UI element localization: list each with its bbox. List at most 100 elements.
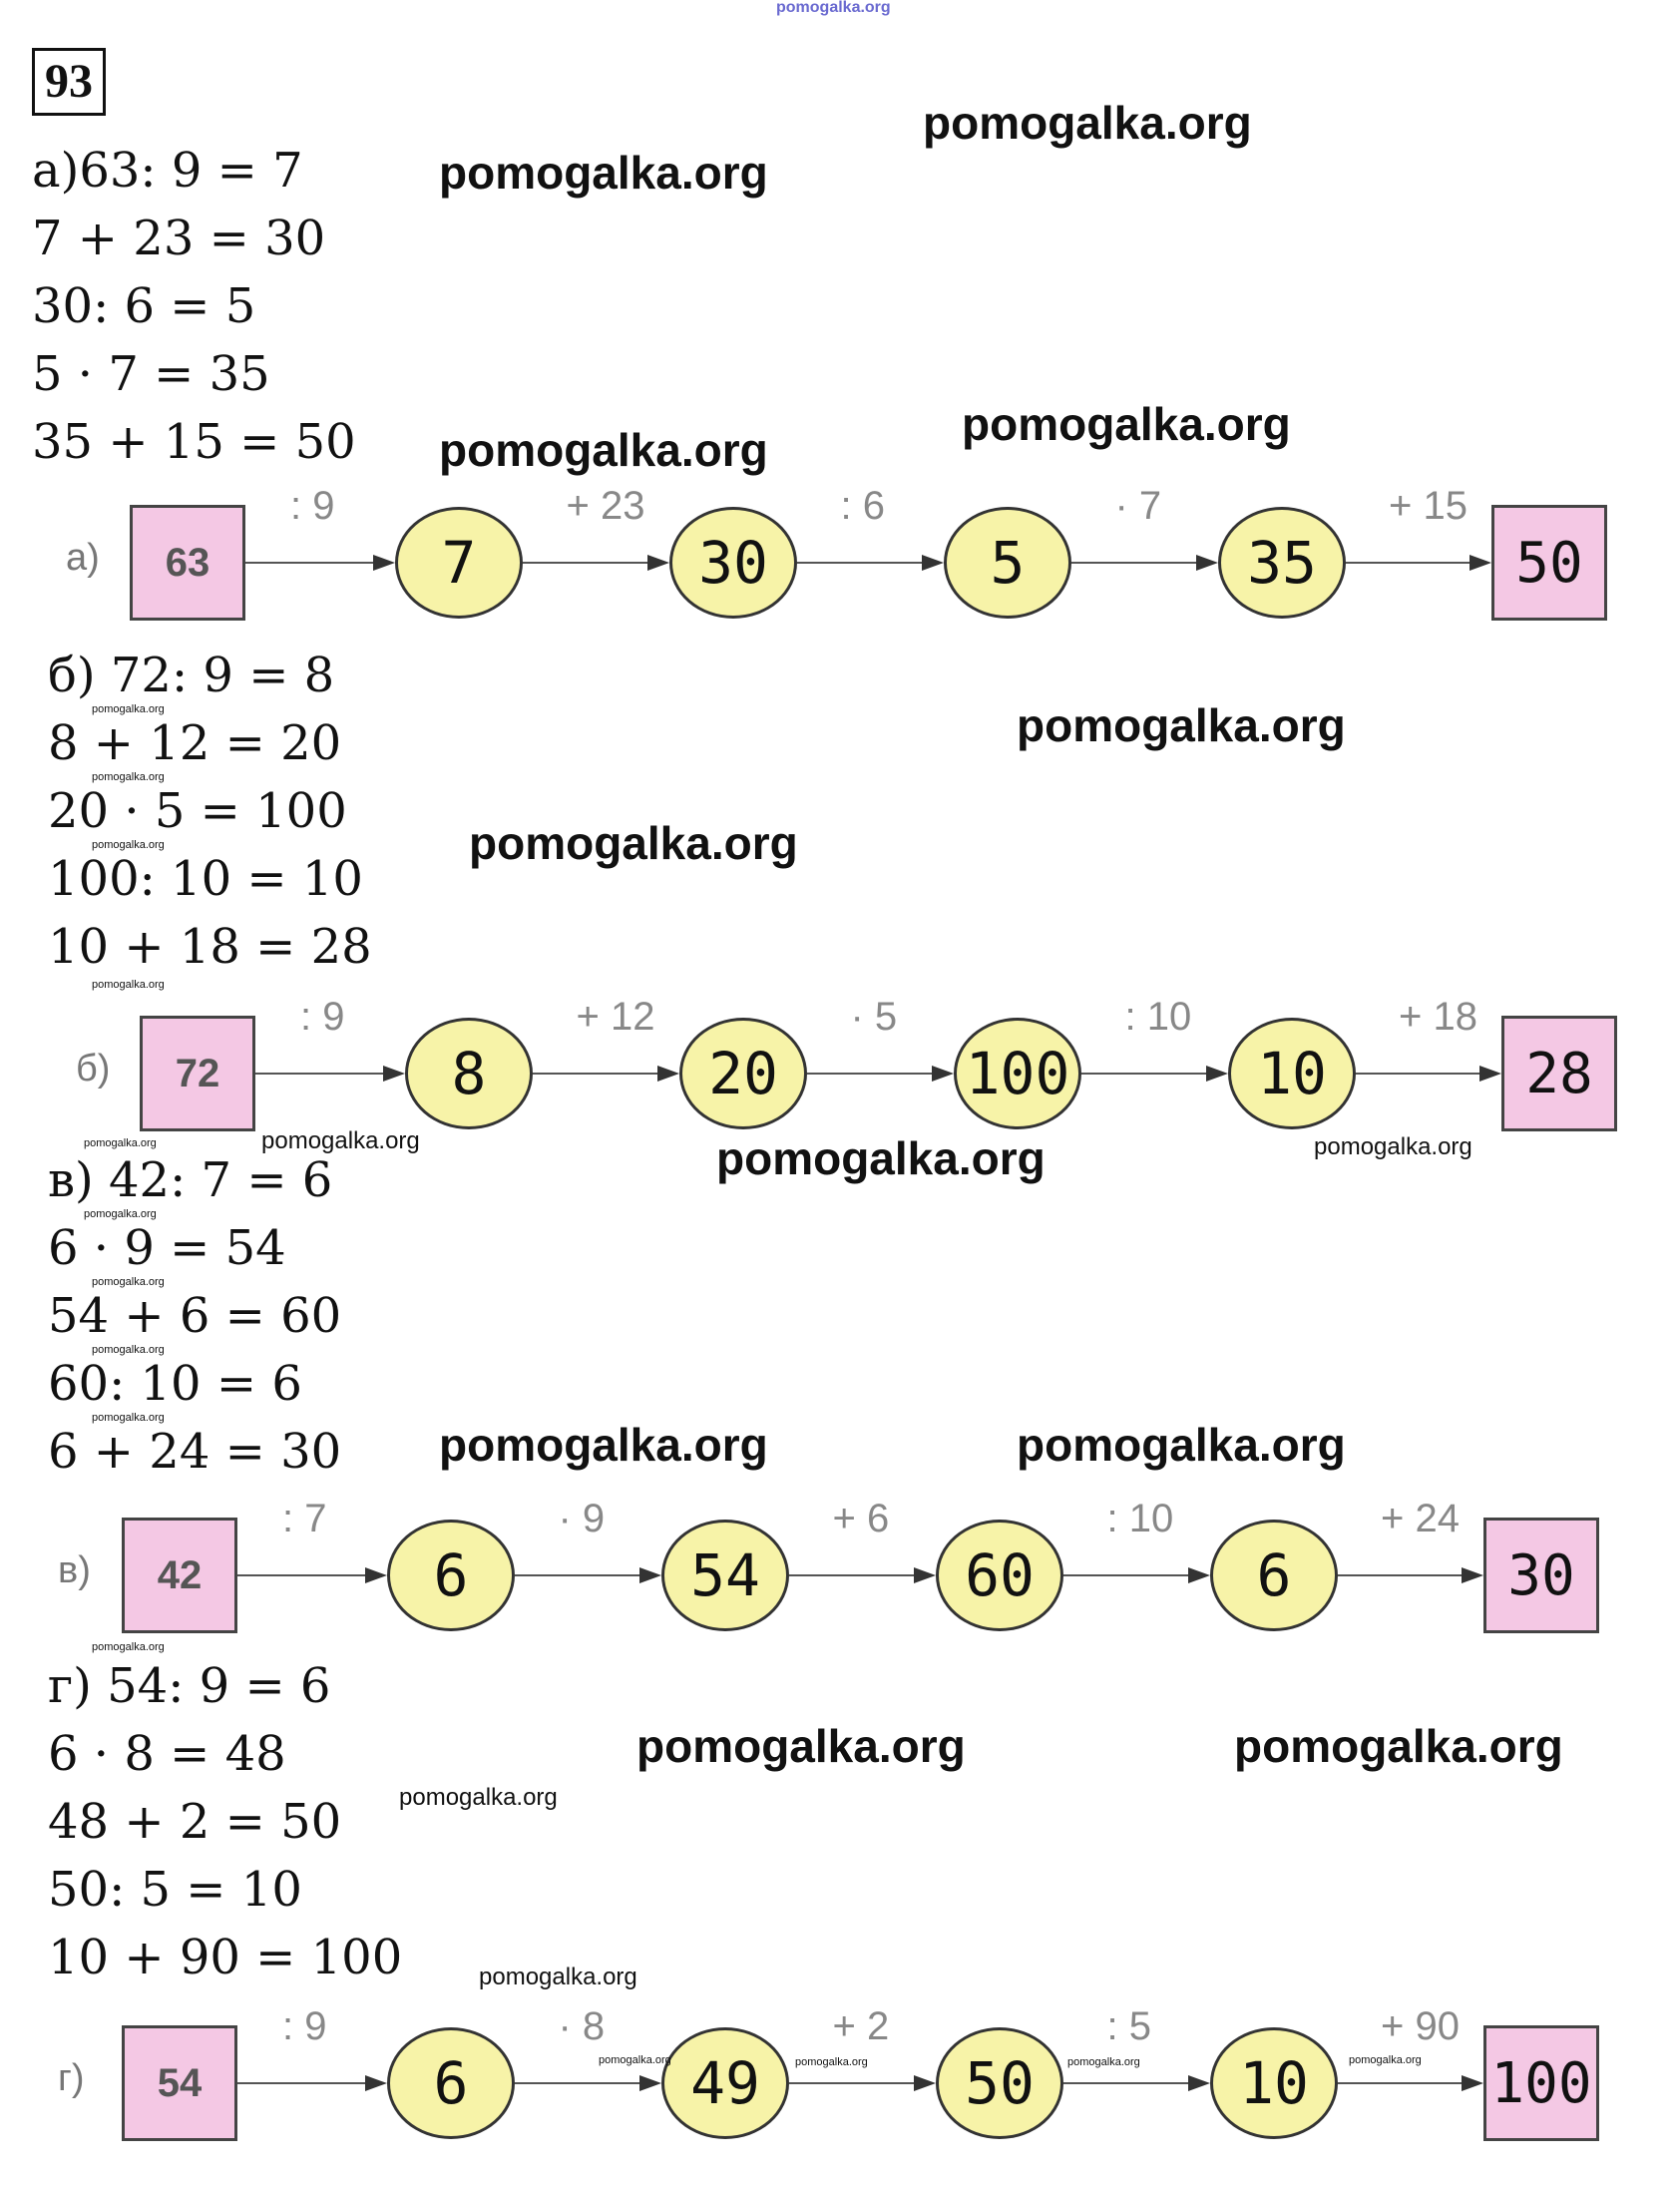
equation-line: 7 + 23 = 30 [32,211,326,266]
equation-line: 50: 5 = 10 [48,1862,302,1918]
operation-label: : 9 [282,2004,327,2048]
operation-label: : 6 [840,484,885,528]
value-oval: 6 [1210,1520,1338,1631]
equation-line: 48 + 2 = 50 [48,1794,342,1850]
start-box: 42 [122,1518,237,1633]
arrow-line [515,2082,641,2084]
equation-line: г) 54: 9 = 6 [48,1658,331,1714]
value-oval: 10 [1210,2027,1338,2139]
equation-line: а)63: 9 = 7 [32,143,303,199]
watermark: pomogalka.org [261,1127,420,1154]
equation-line: 6 + 24 = 30 [48,1424,342,1480]
arrow-line [789,1574,916,1576]
watermark: pomogalka.org [92,771,165,783]
watermark: pomogalka.org [399,1784,558,1811]
arrow-head-icon [1188,1567,1210,1583]
arrow-head-icon [639,1567,661,1583]
operation-label: · 8 [558,2004,606,2048]
arrow-line [1338,1574,1464,1576]
watermark: pomogalka.org [923,97,1252,149]
value-oval: 30 [669,507,797,619]
watermark: pomogalka.org [1017,1419,1346,1471]
arrow-head-icon [1188,2075,1210,2091]
watermark: pomogalka.org [92,1412,165,1424]
watermark: pomogalka.org [1017,699,1346,751]
watermark: pomogalka.org [469,817,798,869]
equation-line: 5 · 7 = 35 [32,346,270,402]
watermark: pomogalka.org [439,147,768,199]
operation-label: · 9 [558,1497,606,1540]
operation-label: + 2 [832,2004,890,2048]
operation-label: + 23 [566,484,645,528]
watermark: pomogalka.org [776,0,891,16]
arrow-line [1071,562,1198,564]
arrow-head-icon [914,2075,936,2091]
start-box: 63 [130,505,245,621]
arrow-head-icon [1462,1567,1483,1583]
equation-line: 6 · 9 = 54 [48,1220,286,1276]
arrow-head-icon [1470,555,1491,571]
operation-label: : 9 [300,995,345,1039]
value-oval: 8 [405,1018,533,1129]
equation-line: 60: 10 = 6 [48,1356,302,1412]
value-oval: 10 [1228,1018,1356,1129]
arrow-line [523,562,649,564]
equation-line: 6 · 8 = 48 [48,1726,286,1782]
watermark: pomogalka.org [92,1276,165,1288]
operation-label: + 90 [1381,2004,1460,2048]
watermark: pomogalka.org [1349,2054,1422,2066]
arrow-line [789,2082,916,2084]
result-box: 28 [1501,1016,1617,1131]
arrow-head-icon [373,555,395,571]
arrow-line [255,1073,385,1075]
result-box: 50 [1491,505,1607,621]
equation-line: в) 42: 7 = 6 [48,1152,333,1208]
value-oval: 6 [387,2027,515,2139]
equation-line: 100: 10 = 10 [48,851,363,907]
exercise-number: 93 [32,48,106,116]
watermark: pomogalka.org [439,424,768,476]
result-box: 100 [1483,2025,1599,2141]
watermark: pomogalka.org [92,1344,165,1356]
watermark: pomogalka.org [92,839,165,851]
value-oval: 20 [679,1018,807,1129]
equation-line: 8 + 12 = 20 [48,715,342,771]
arrow-line [1081,1073,1208,1075]
operation-label: + 12 [576,995,655,1039]
arrow-head-icon [1206,1066,1228,1082]
value-oval: 35 [1218,507,1346,619]
operation-label: + 6 [832,1497,890,1540]
equation-line: 10 + 18 = 28 [48,919,372,975]
arrow-head-icon [365,1567,387,1583]
watermark: pomogalka.org [1067,2056,1140,2068]
operation-label: · 5 [850,995,898,1039]
arrow-line [237,1574,367,1576]
watermark: pomogalka.org [599,2054,671,2066]
arrow-head-icon [383,1066,405,1082]
chain-label: в) [58,1549,91,1591]
arrow-line [515,1574,641,1576]
arrow-line [245,562,375,564]
watermark: pomogalka.org [1314,1133,1472,1160]
arrow-head-icon [914,1567,936,1583]
watermark: pomogalka.org [92,979,165,991]
watermark: pomogalka.org [1234,1720,1563,1772]
arrow-head-icon [657,1066,679,1082]
operation-label: : 5 [1106,2004,1151,2048]
watermark: pomogalka.org [636,1720,966,1772]
arrow-line [807,1073,934,1075]
watermark: pomogalka.org [92,703,165,715]
value-oval: 50 [936,2027,1063,2139]
arrow-line [1063,1574,1190,1576]
watermark: pomogalka.org [92,1641,165,1653]
arrow-head-icon [932,1066,954,1082]
value-oval: 54 [661,1520,789,1631]
equation-line: б) 72: 9 = 8 [48,648,335,703]
operation-label: : 9 [290,484,335,528]
operation-label: + 24 [1381,1497,1460,1540]
arrow-head-icon [639,2075,661,2091]
arrow-head-icon [1479,1066,1501,1082]
